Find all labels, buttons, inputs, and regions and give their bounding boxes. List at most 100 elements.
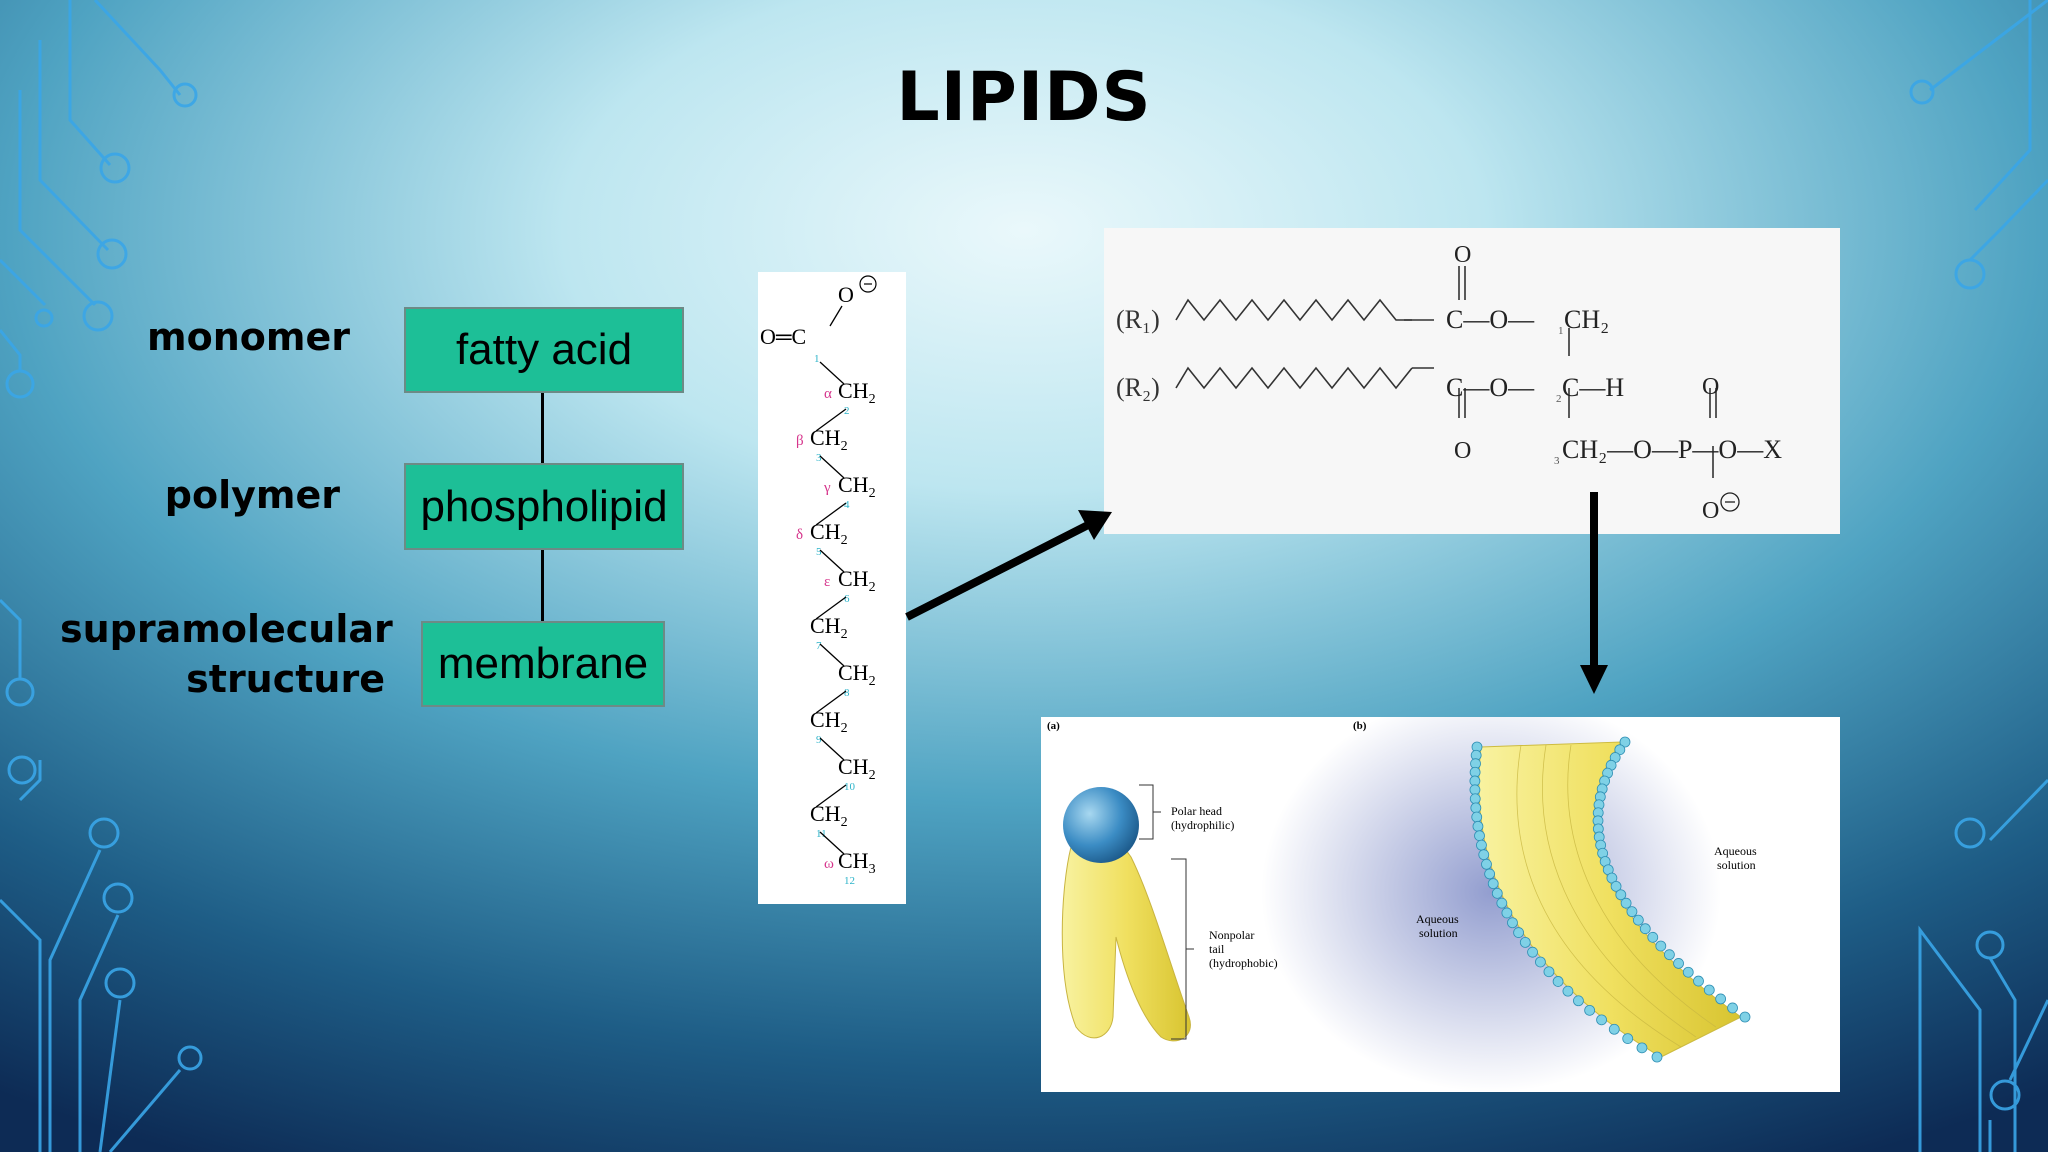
chain-group: CH2 <box>838 472 876 501</box>
glycerol-ch2-top: CH₂ <box>1564 305 1609 334</box>
head-group <box>1610 880 1622 892</box>
head-group <box>1487 878 1499 890</box>
phospholipid-structure-panel: O (R₁) C—O— CH₂ (R₂) C—O— C—H O O CH₂—O—… <box>1104 228 1840 534</box>
chain-bond <box>815 502 847 526</box>
fatty-acid-box: fatty acid <box>404 307 684 393</box>
carbon-number: 5 <box>816 546 822 558</box>
head-group <box>1543 966 1555 978</box>
glycerol-ch: C—H <box>1562 373 1624 402</box>
head-group <box>1703 984 1715 996</box>
bilayer-head-groups <box>1469 736 1751 1063</box>
head-group <box>1596 1014 1607 1026</box>
chain-group: CH2 <box>810 707 848 736</box>
head-group <box>1481 858 1492 870</box>
page-title: LIPIDS <box>896 58 1152 137</box>
chain-bond <box>819 643 845 667</box>
head-group <box>1622 1033 1634 1045</box>
head-group <box>1632 914 1644 926</box>
chain-group: CH2 <box>838 660 876 689</box>
chain-bond <box>819 455 845 479</box>
panel-label-a: (a) <box>1047 720 1060 732</box>
head-group <box>1715 993 1727 1005</box>
carbon-number: 1 <box>814 353 820 365</box>
head-group <box>1664 949 1675 961</box>
nonpolar-label: Nonpolar <box>1209 928 1254 942</box>
hydrophobic-label: (hydrophobic) <box>1209 956 1278 970</box>
phospholipid-box: phospholipid <box>404 463 684 550</box>
head-group <box>1573 995 1584 1007</box>
greek-label: β <box>796 433 804 449</box>
greek-label: δ <box>796 527 803 543</box>
carbon-number: 4 <box>844 499 850 511</box>
label-supramolecular-line1: supramolecular <box>60 607 393 651</box>
chain-bond <box>819 361 845 385</box>
connector-line <box>541 548 544 622</box>
hydrophilic-label: (hydrophilic) <box>1171 818 1234 832</box>
head-group <box>1651 1051 1663 1063</box>
head-group <box>1727 1002 1738 1014</box>
phosphate-oxygen-bottom: O <box>1702 498 1719 524</box>
carbon-number: 1 <box>1558 325 1564 337</box>
head-group <box>1507 917 1518 929</box>
polar-head-sphere <box>1063 787 1139 863</box>
chain-bond <box>819 549 845 573</box>
head-group <box>1478 849 1490 861</box>
lipid-tail <box>1061 832 1191 1042</box>
chain-bond <box>819 737 845 761</box>
carbon-number: 3 <box>816 452 822 464</box>
head-group <box>1484 868 1496 880</box>
oxygen-label: O <box>838 282 854 307</box>
chain-group: CH2 <box>810 519 848 548</box>
head-group <box>1469 793 1481 805</box>
label-polymer: polymer <box>164 473 340 517</box>
head-group <box>1739 1011 1751 1023</box>
chain-group: CH2 <box>838 754 876 783</box>
membrane-box: membrane <box>421 621 665 707</box>
head-group <box>1626 906 1638 918</box>
fatty-tail-r2 <box>1175 366 1413 390</box>
head-group <box>1519 936 1531 948</box>
head-group <box>1527 946 1538 958</box>
carbon-number: 8 <box>844 687 850 699</box>
head-group <box>1620 897 1632 909</box>
head-group <box>1639 923 1651 935</box>
carbon-number: 3 <box>1554 455 1560 467</box>
carbon-number: 9 <box>816 734 822 746</box>
greek-label: γ <box>823 480 831 496</box>
head-group <box>1491 887 1503 899</box>
head-group <box>1472 820 1484 832</box>
head-group <box>1535 956 1546 968</box>
carbon-number: 10 <box>844 781 856 793</box>
head-group <box>1647 931 1659 943</box>
glycerol-ch2-phosphate: CH₂—O—P—O—X <box>1562 435 1782 464</box>
chain-bond <box>815 408 847 432</box>
label-monomer: monomer <box>147 315 350 359</box>
head-group <box>1471 811 1483 823</box>
label-supramolecular: supramolecular structure <box>60 604 393 704</box>
head-group <box>1552 976 1564 987</box>
head-group <box>1501 907 1513 919</box>
phospholipid-structure: O (R₁) C—O— CH₂ (R₂) C—O— C—H O O CH₂—O—… <box>1116 242 1782 524</box>
tail-label: tail <box>1209 942 1225 956</box>
chain-group: CH3 <box>838 848 876 877</box>
chain-bond <box>815 690 847 714</box>
head-group <box>1673 958 1684 969</box>
chain-bond <box>815 784 847 808</box>
head-group <box>1636 1042 1648 1054</box>
head-group <box>1693 975 1704 987</box>
aqueous-left-label: Aqueous <box>1416 912 1459 926</box>
greek-label: α <box>824 386 832 402</box>
carbon-number: 6 <box>844 593 850 605</box>
head-group <box>1476 839 1487 851</box>
carbonyl-oxygen: O <box>1454 242 1471 268</box>
r1-label: (R₁) <box>1116 305 1160 334</box>
carboxyl-label: O═C <box>760 324 806 349</box>
chain-group: CH2 <box>810 613 848 642</box>
fatty-tail-r1 <box>1175 298 1412 322</box>
carbon-number: 7 <box>816 640 822 652</box>
phosphate-oxygen-top: O <box>1702 374 1719 400</box>
connector-line <box>541 392 544 466</box>
chain-group: CH2 <box>838 378 876 407</box>
